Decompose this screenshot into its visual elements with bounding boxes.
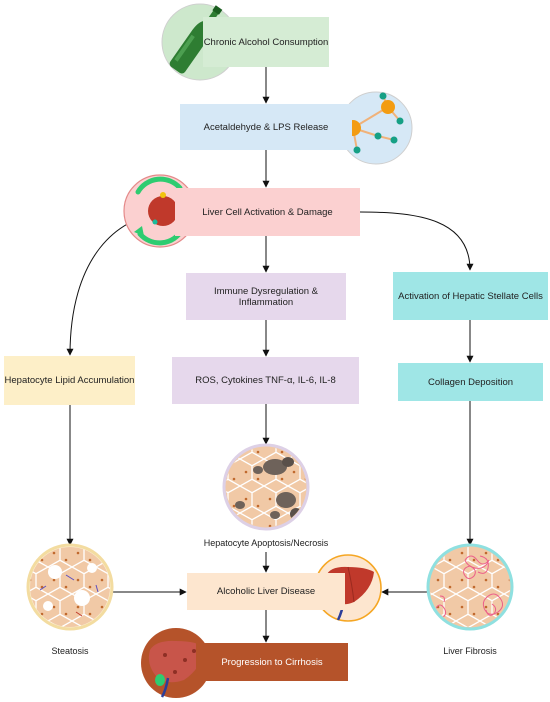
node-acetaldehyde: Acetaldehyde & LPS Release (180, 104, 352, 150)
node-collagen: Collagen Deposition (398, 363, 543, 401)
node-immune: Immune Dysregulation & Inflammation (186, 273, 346, 320)
arrow-liver-cell-to-stellate (359, 211, 474, 271)
fibrosis-icon (426, 543, 514, 631)
caption-apoptosis: Hepatocyte Apoptosis/Necrosis (203, 538, 329, 548)
node-liver-cell: Liver Cell Activation & Damage (175, 188, 360, 236)
node-cirrhosis: Progression to Cirrhosis (196, 643, 348, 681)
node-lipid: Hepatocyte Lipid Accumulation (4, 356, 135, 405)
node-alcohol: Chronic Alcohol Consumption (203, 17, 329, 67)
node-ald: Alcoholic Liver Disease (187, 573, 345, 610)
steatosis-icon (26, 543, 114, 631)
apoptosis-icon (222, 443, 310, 531)
connectors (66, 67, 474, 643)
caption-steatosis: Steatosis (51, 646, 89, 656)
caption-fibrosis: Liver Fibrosis (443, 646, 497, 656)
node-ros: ROS, Cytokines TNF-α, IL-6, IL-8 (172, 357, 359, 404)
node-stellate: Activation of Hepatic Stellate Cells (393, 272, 548, 320)
cirrhotic-liver-icon (141, 628, 211, 698)
